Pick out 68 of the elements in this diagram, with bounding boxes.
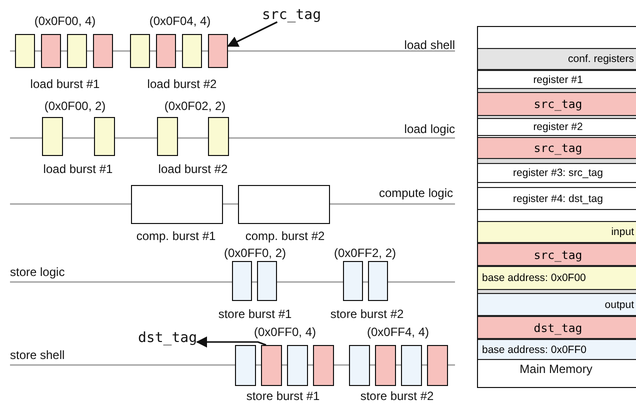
burst-label: store burst #2 bbox=[330, 307, 404, 321]
memory-row: base address: 0x0F00 bbox=[478, 266, 636, 290]
memory-panel bbox=[477, 26, 636, 388]
data-beat-box bbox=[208, 34, 228, 68]
tag-register-row: src_tag bbox=[478, 137, 636, 159]
memory-row: register #4: dst_tag bbox=[478, 187, 636, 210]
data-beat-box bbox=[15, 34, 35, 68]
memory-row: register #1 bbox=[478, 70, 636, 89]
data-beat-box bbox=[94, 117, 115, 156]
compute-block bbox=[238, 185, 330, 224]
burst-label: load burst #2 bbox=[158, 162, 228, 176]
tag-label: dst_tag bbox=[138, 331, 198, 345]
burst-label: (0x0FF2, 2) bbox=[334, 246, 396, 260]
data-beat-box bbox=[368, 261, 388, 301]
data-beat-box bbox=[427, 345, 448, 386]
data-beat-box bbox=[93, 34, 113, 68]
lane-label: load shell bbox=[404, 38, 455, 52]
burst-label: comp. burst #2 bbox=[245, 229, 325, 243]
data-beat-box bbox=[156, 34, 176, 68]
burst-label: (0x0F04, 4) bbox=[149, 14, 211, 28]
lane-label: store logic bbox=[10, 265, 65, 279]
tag-label: src_tag bbox=[262, 8, 322, 22]
burst-label: store burst #1 bbox=[218, 307, 292, 321]
memory-title: Main Memory bbox=[518, 362, 594, 376]
arrow bbox=[227, 21, 278, 47]
data-beat-box bbox=[257, 261, 277, 301]
data-beat-box bbox=[41, 34, 61, 68]
burst-label: store burst #1 bbox=[246, 389, 320, 403]
lane-label: compute logic bbox=[378, 186, 453, 200]
burst-label: (0x0F02, 2) bbox=[164, 99, 226, 113]
data-beat-box bbox=[235, 345, 256, 386]
data-beat-box bbox=[313, 345, 334, 386]
data-beat-box bbox=[232, 261, 252, 301]
data-beat-box bbox=[130, 34, 150, 68]
tag-register-row: src_tag bbox=[478, 243, 636, 266]
memory-row: conf. registers bbox=[478, 48, 636, 70]
burst-label: (0x0FF4, 4) bbox=[367, 325, 429, 339]
burst-label: load burst #2 bbox=[147, 77, 217, 91]
data-beat-box bbox=[42, 117, 63, 156]
data-beat-box bbox=[261, 345, 282, 386]
data-beat-box bbox=[401, 345, 422, 386]
burst-label: (0x0F00, 2) bbox=[44, 99, 106, 113]
burst-label: store burst #2 bbox=[360, 389, 434, 403]
lane-label: load logic bbox=[404, 122, 455, 136]
memory-row: output bbox=[478, 293, 636, 316]
data-beat-box bbox=[67, 34, 87, 68]
data-beat-box bbox=[182, 34, 202, 68]
data-beat-box bbox=[343, 261, 363, 301]
burst-label: load burst #1 bbox=[30, 77, 100, 91]
burst-label: (0x0F00, 4) bbox=[34, 14, 96, 28]
data-beat-box bbox=[208, 117, 229, 156]
burst-label: comp. burst #1 bbox=[136, 229, 216, 243]
tag-register-row: src_tag bbox=[478, 92, 636, 116]
lane-label: store shell bbox=[10, 348, 65, 362]
compute-block bbox=[131, 185, 223, 224]
data-beat-box bbox=[375, 345, 396, 386]
data-beat-box bbox=[349, 345, 370, 386]
tag-register-row: dst_tag bbox=[478, 316, 636, 339]
burst-label: (0x0FF0, 2) bbox=[224, 246, 286, 260]
memory-row: register #2 bbox=[478, 118, 636, 136]
memory-row: base address: 0x0FF0 bbox=[478, 339, 636, 360]
memory-row: input bbox=[478, 221, 636, 243]
burst-label: load burst #1 bbox=[43, 162, 113, 176]
data-beat-box bbox=[157, 117, 178, 156]
burst-label: (0x0FF0, 4) bbox=[254, 325, 316, 339]
arrow bbox=[196, 336, 266, 348]
data-beat-box bbox=[287, 345, 308, 386]
memory-row: register #3: src_tag bbox=[478, 163, 636, 183]
